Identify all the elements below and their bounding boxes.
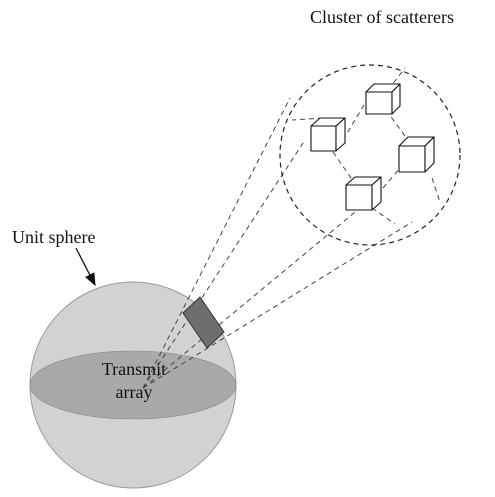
- sphere-equator-band: [29, 350, 237, 420]
- link-4: [382, 167, 401, 189]
- link-6: [371, 207, 396, 225]
- link-1: [342, 99, 368, 141]
- transmit-label-line1: Transmit: [101, 359, 167, 379]
- scatterer-cube: [398, 136, 435, 173]
- cone-line-lower: [142, 221, 413, 389]
- cone-line-3: [142, 207, 361, 389]
- cone-line-2: [142, 139, 306, 389]
- cluster-circle: [279, 64, 461, 246]
- cone-line-upper: [142, 97, 291, 389]
- scatterer-cube: [310, 117, 346, 152]
- scatterer-cube: [345, 176, 382, 211]
- beam-cone-lines: [142, 97, 413, 389]
- transmit-label-line2: array: [115, 381, 153, 402]
- transmit-array-label: Transmit array: [86, 358, 182, 403]
- link-2: [385, 109, 409, 141]
- unit-sphere-label: Unit sphere: [12, 227, 96, 247]
- unit-sphere: [29, 281, 237, 489]
- beam-patch: [182, 296, 225, 349]
- cluster-label: Cluster of scatterers: [310, 7, 454, 27]
- arrow-icon: [75, 247, 96, 287]
- link-7: [431, 177, 441, 203]
- scatterer-cube: [365, 83, 401, 115]
